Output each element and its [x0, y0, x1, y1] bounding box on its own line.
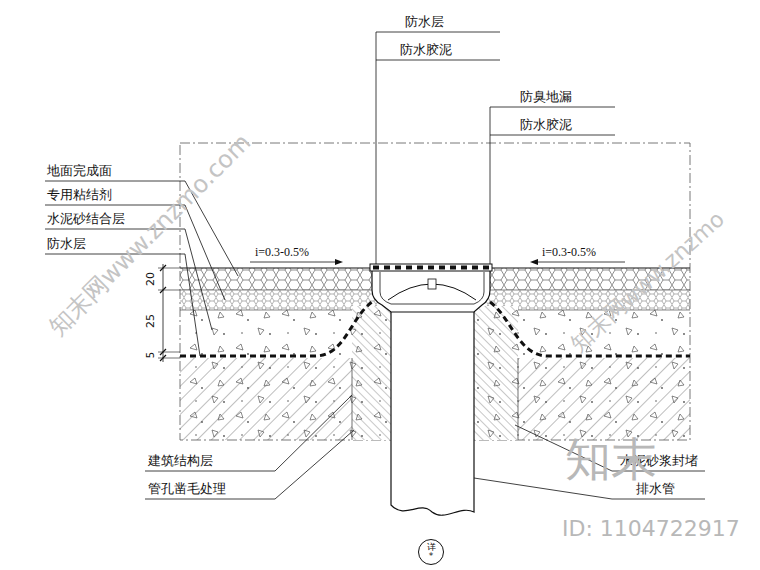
floor-drain-inner [380, 272, 484, 304]
slope-arrow [537, 262, 625, 263]
dimension-extension [158, 352, 180, 353]
slope-arrow [250, 262, 336, 263]
waterproof-membrane [180, 302, 372, 356]
callout-label: 防水胶泥 [520, 117, 572, 133]
callout-label: 防水层 [47, 236, 86, 252]
leader-line [376, 32, 500, 33]
leader-line [376, 32, 377, 264]
callout-label: 水泥砂结合层 [47, 211, 125, 227]
dimension-extension [158, 358, 180, 359]
dimension-extension [158, 268, 180, 269]
leader-line [145, 430, 354, 499]
callout-label: 地面完成面 [47, 163, 112, 179]
leader-line [490, 107, 491, 264]
slope-label: i=0.3-0.5% [542, 245, 596, 259]
callout-label: 建筑结构层 [148, 453, 213, 469]
floor-drain [372, 268, 490, 312]
leader-line [490, 107, 615, 108]
bolt [428, 279, 436, 289]
drain-grate-bars [373, 266, 489, 270]
watermark: 知末 [565, 432, 657, 487]
leader-line [145, 395, 352, 471]
seal-ground [352, 306, 391, 440]
hole-edge [518, 358, 519, 440]
leader-line [376, 60, 500, 61]
callout-label: 专用粘结剂 [47, 187, 112, 203]
dimension-label: 20 [144, 272, 157, 286]
mortar-seal [352, 306, 391, 440]
dimension-label: 5 [145, 352, 157, 358]
drain-grate [370, 264, 492, 271]
mortar-seal [352, 306, 391, 440]
callout-label: 管孔凿毛处理 [148, 481, 226, 497]
detail-symbol-text: * [429, 552, 434, 561]
callout-label: 防臭地漏 [520, 89, 572, 105]
callout-label: 防水层 [405, 14, 444, 30]
arrowhead [530, 259, 538, 265]
drain-pipe [391, 300, 474, 515]
dimension-tick [160, 265, 166, 361]
detail-symbol: 详* [418, 539, 444, 565]
watermark: ID: 1104722917 [562, 516, 740, 542]
dimension-extension [158, 290, 180, 291]
callout-label: 防水胶泥 [400, 42, 452, 58]
detail-symbol-text: 详 [427, 543, 436, 552]
leader-line [490, 135, 615, 136]
dimension-label: 25 [144, 314, 157, 328]
dimension-line [163, 264, 164, 362]
slope-label: i=0.3-0.5% [255, 245, 309, 259]
hole-edge [352, 358, 353, 440]
arrowhead [335, 259, 343, 265]
